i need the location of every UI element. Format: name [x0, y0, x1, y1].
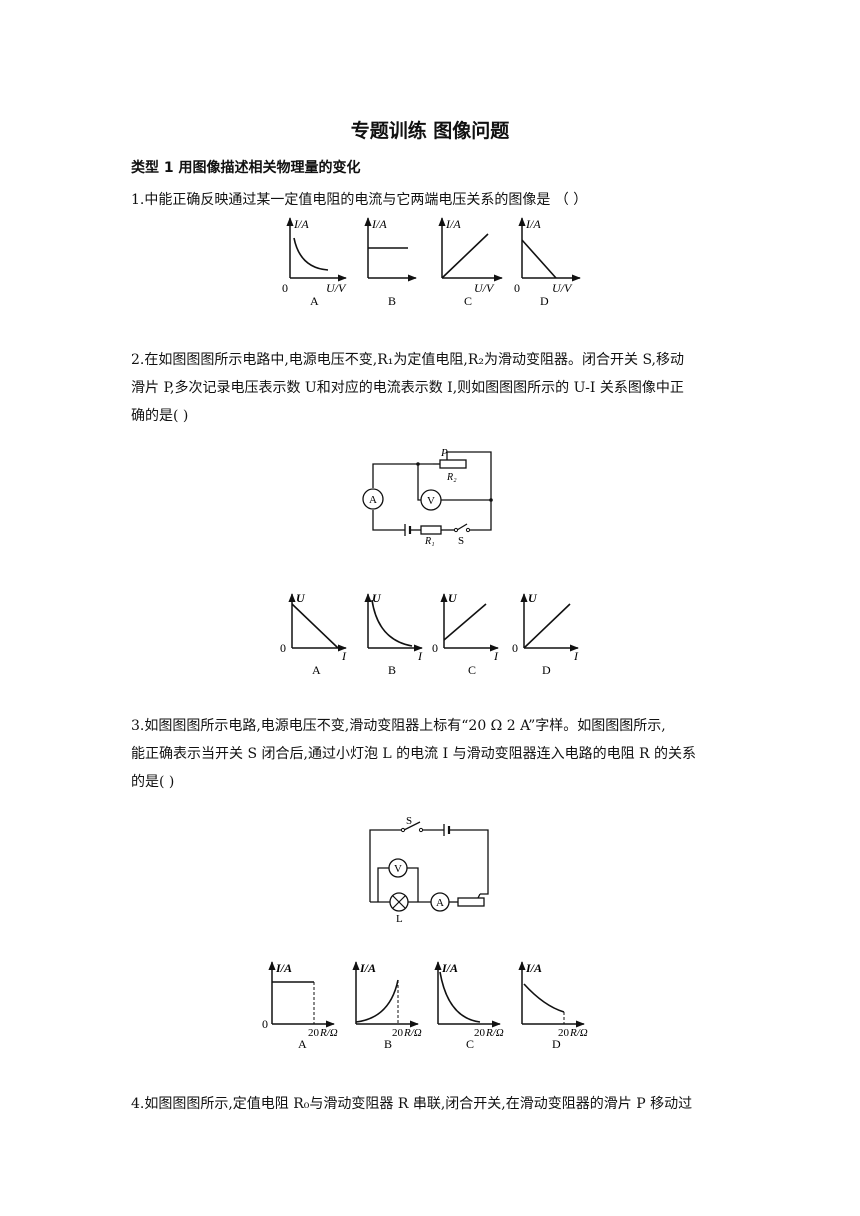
q3-graph-c: I/A 20 R/Ω C [434, 961, 504, 1051]
svg-text:R/Ω: R/Ω [569, 1027, 588, 1039]
q2-graph-a: U I 0 A [280, 591, 347, 677]
svg-text:U: U [528, 591, 538, 605]
q1-x-label: U/V [552, 281, 573, 295]
svg-text:20: 20 [474, 1027, 486, 1039]
q1-graph-b: I/A B [364, 217, 417, 308]
svg-text:I/A: I/A [525, 961, 542, 975]
svg-text:D: D [542, 663, 551, 677]
q2-graph-b: U I B [364, 591, 423, 677]
section-heading: 类型 1 用图像描述相关物理量的变化 [131, 160, 361, 176]
svg-text:C: C [466, 1037, 474, 1051]
q1-y-label: I/A [371, 217, 387, 231]
r1-resistor [420, 525, 442, 535]
q2-graph-d: U I 0 D [512, 591, 579, 677]
q1-option-a: A [310, 294, 319, 308]
page-title: 专题训练 图像问题 [350, 120, 510, 142]
svg-text:20: 20 [558, 1027, 570, 1039]
q1-graph-d: I/A U/V 0 D [514, 217, 581, 308]
q1-x-label: U/V [326, 281, 347, 295]
question-2-graphs: U I 0 A U I B U I 0 C U I 0 D [280, 591, 579, 677]
svg-text:I: I [417, 649, 423, 663]
svg-text:R/Ω: R/Ω [403, 1027, 422, 1039]
svg-text:V: V [394, 863, 402, 875]
q3-graph-b: I/A 20 R/Ω B [352, 961, 422, 1051]
q1-option-b: B [388, 294, 396, 308]
svg-text:C: C [468, 663, 476, 677]
svg-text:R/Ω: R/Ω [485, 1027, 504, 1039]
svg-text:20: 20 [392, 1027, 404, 1039]
q1-origin: 0 [514, 281, 520, 295]
question-3-circuit: V A S L [369, 815, 489, 925]
q1-y-label: I/A [525, 217, 541, 231]
svg-text:I: I [341, 649, 347, 663]
svg-text:A: A [369, 494, 377, 506]
svg-text:A: A [298, 1037, 307, 1051]
question-3-graphs: I/A 0 20 R/Ω A I/A 20 R/Ω B I/A 20 R/Ω C… [262, 961, 588, 1051]
voltmeter-icon [420, 489, 442, 511]
svg-text:I: I [493, 649, 499, 663]
question-2-circuit: A V P R₂ R₁ S [362, 447, 493, 547]
q3-graph-a: I/A 0 20 R/Ω A [262, 961, 338, 1051]
svg-text:D: D [552, 1037, 561, 1051]
switch-s [456, 523, 468, 531]
q1-graph-a: I/A U/V 0 A [282, 217, 347, 308]
q1-option-c: C [464, 294, 472, 308]
ammeter-icon [362, 488, 384, 510]
question-4-text: 4.如图图图所示,定值电阻 R₀与滑动变阻器 R 串联,闭合开关,在滑动变阻器的… [131, 1096, 693, 1112]
q2-graph-c: U I 0 C [432, 591, 499, 677]
r1-label: R₁ [424, 536, 435, 547]
svg-text:0: 0 [262, 1017, 268, 1031]
svg-text:20: 20 [308, 1027, 320, 1039]
q1-graph-c: I/A U/V C [438, 217, 503, 308]
svg-text:0: 0 [432, 641, 438, 655]
question-1-graphs: I/A U/V 0 A I/A B I/A U/V C I/A U/V 0 D [282, 217, 581, 308]
svg-text:0: 0 [512, 641, 518, 655]
r2-resistor [439, 459, 467, 469]
svg-text:B: B [388, 663, 396, 677]
q1-y-label: I/A [293, 217, 309, 231]
switch-s [403, 821, 421, 831]
switch-label: S [458, 535, 464, 547]
slider-p-label: P [440, 447, 448, 459]
q1-x-label: U/V [474, 281, 495, 295]
lamp-icon [389, 892, 409, 912]
svg-text:I/A: I/A [275, 961, 292, 975]
svg-text:B: B [384, 1037, 392, 1051]
svg-text:U: U [372, 591, 382, 605]
q1-y-label: I/A [445, 217, 461, 231]
ammeter-icon [430, 892, 450, 912]
voltmeter-icon [388, 858, 408, 878]
lamp-label: L [396, 913, 403, 925]
svg-text:U: U [448, 591, 458, 605]
question-2-text: 2.在如图图图所示电路中,电源电压不变,R₁为定值电阻,R₂为滑动变阻器。闭合开… [131, 352, 685, 424]
question-3-text: 3.如图图图所示电路,电源电压不变,滑动变阻器上标有“20 Ω 2 A”字样。如… [131, 718, 697, 790]
svg-text:I/A: I/A [441, 961, 458, 975]
rheostat [457, 897, 485, 907]
switch-label: S [406, 815, 412, 827]
svg-text:U: U [296, 591, 306, 605]
svg-text:A: A [312, 663, 321, 677]
svg-text:I: I [573, 649, 579, 663]
svg-text:R/Ω: R/Ω [319, 1027, 338, 1039]
svg-text:I/A: I/A [359, 961, 376, 975]
q1-option-d: D [540, 294, 549, 308]
svg-text:A: A [436, 897, 444, 909]
q1-origin: 0 [282, 281, 288, 295]
svg-text:V: V [427, 495, 435, 507]
r2-label: R₂ [446, 472, 457, 483]
question-1-text: 1.中能正确反映通过某一定值电阻的电流与它两端电压关系的图像是 （ ） [131, 192, 588, 208]
q3-graph-d: I/A 20 R/Ω D [518, 961, 588, 1051]
svg-text:0: 0 [280, 641, 286, 655]
